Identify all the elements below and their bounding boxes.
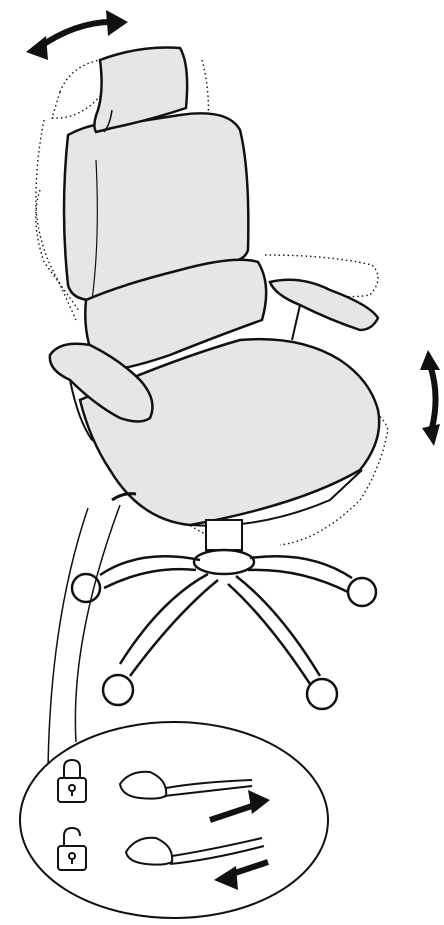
tilt-lever xyxy=(111,492,137,502)
lever-unlocked-position xyxy=(124,836,265,866)
height-adjust-arrow xyxy=(420,350,440,446)
lock-closed-icon xyxy=(57,758,87,803)
lock-lever-callout xyxy=(19,721,329,919)
push-in-arrow xyxy=(209,790,270,823)
callout-leader xyxy=(47,504,121,771)
backrest xyxy=(62,112,250,302)
caster-wheels xyxy=(70,572,378,711)
lock-open-icon xyxy=(57,826,87,871)
chair-base xyxy=(99,555,353,685)
gas-lift xyxy=(192,519,256,576)
headrest-swivel-arrow xyxy=(26,10,128,60)
pull-out-arrow xyxy=(214,859,269,890)
right-armrest xyxy=(268,278,380,341)
headrest xyxy=(93,46,189,134)
left-armrest xyxy=(48,342,154,441)
lever-locked-position xyxy=(118,770,253,800)
